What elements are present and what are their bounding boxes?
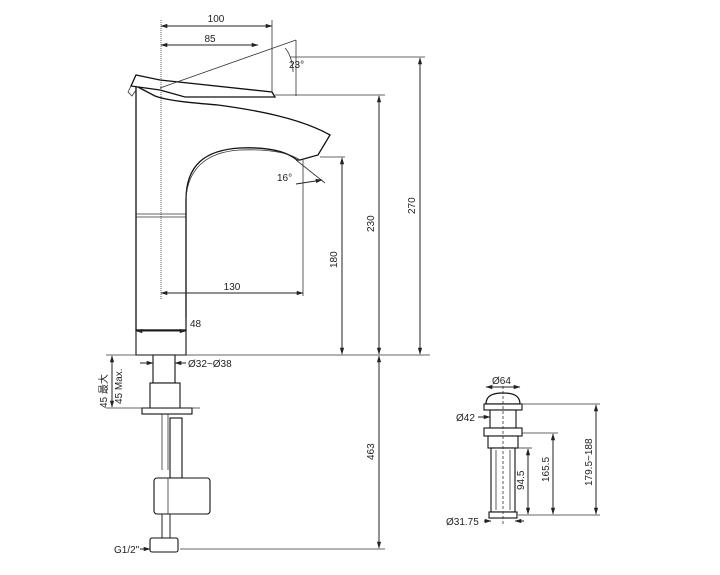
dim-text-flange: Ø42 xyxy=(456,413,475,424)
dim-text-130: 130 xyxy=(224,282,241,293)
dim-text-230: 230 xyxy=(366,215,377,232)
dim-text-270: 270 xyxy=(407,197,418,214)
dim-text-45-en: 45 Max. xyxy=(114,368,125,404)
dim-text-85: 85 xyxy=(204,34,216,45)
dim-text-thread: G1/2" xyxy=(114,545,140,556)
faucet-body xyxy=(135,84,331,331)
dim-text-463: 463 xyxy=(366,443,377,460)
supply-hose-upper xyxy=(169,417,183,479)
drain-drawing: Ø64 Ø42 Ø31.75 94.5 165.5 179.5~188 xyxy=(446,376,600,528)
dim-text-tail: Ø31.75 xyxy=(446,517,479,528)
mounting-nut xyxy=(149,382,181,409)
cartridge-box xyxy=(153,477,211,515)
dim-text-cap: Ø64 xyxy=(492,376,511,387)
dim-text-180: 180 xyxy=(329,251,340,268)
dim-text-16deg: 16° xyxy=(277,173,292,184)
dim-text-165-5: 165.5 xyxy=(541,457,552,482)
mounting-plate xyxy=(141,407,193,415)
handle-angle-line xyxy=(159,39,297,89)
hose-connector xyxy=(149,537,179,553)
dim-text-94-5: 94.5 xyxy=(516,470,527,490)
dim-text-48: 48 xyxy=(190,319,202,330)
faucet-handle-tip xyxy=(127,85,137,97)
dim-text-100: 100 xyxy=(208,14,225,25)
faucet-base xyxy=(135,329,187,356)
faucet-handle xyxy=(130,74,277,98)
angle-arc-23 xyxy=(284,47,294,73)
angle-arrow-16 xyxy=(295,178,323,185)
dim-text-45-cn: 45 最大 xyxy=(97,374,110,408)
spout-underside xyxy=(185,149,301,199)
faucet-drawing: 100 85 23° 16° 130 48 Ø32~Ø38 45 最大 45 M… xyxy=(97,14,430,556)
outlet-angle-line xyxy=(295,159,326,184)
mounting-shank xyxy=(152,354,176,384)
dim-text-23deg: 23° xyxy=(289,60,304,71)
dim-text-hole: Ø32~Ø38 xyxy=(188,359,232,370)
dim-text-total: 179.5~188 xyxy=(584,438,595,486)
